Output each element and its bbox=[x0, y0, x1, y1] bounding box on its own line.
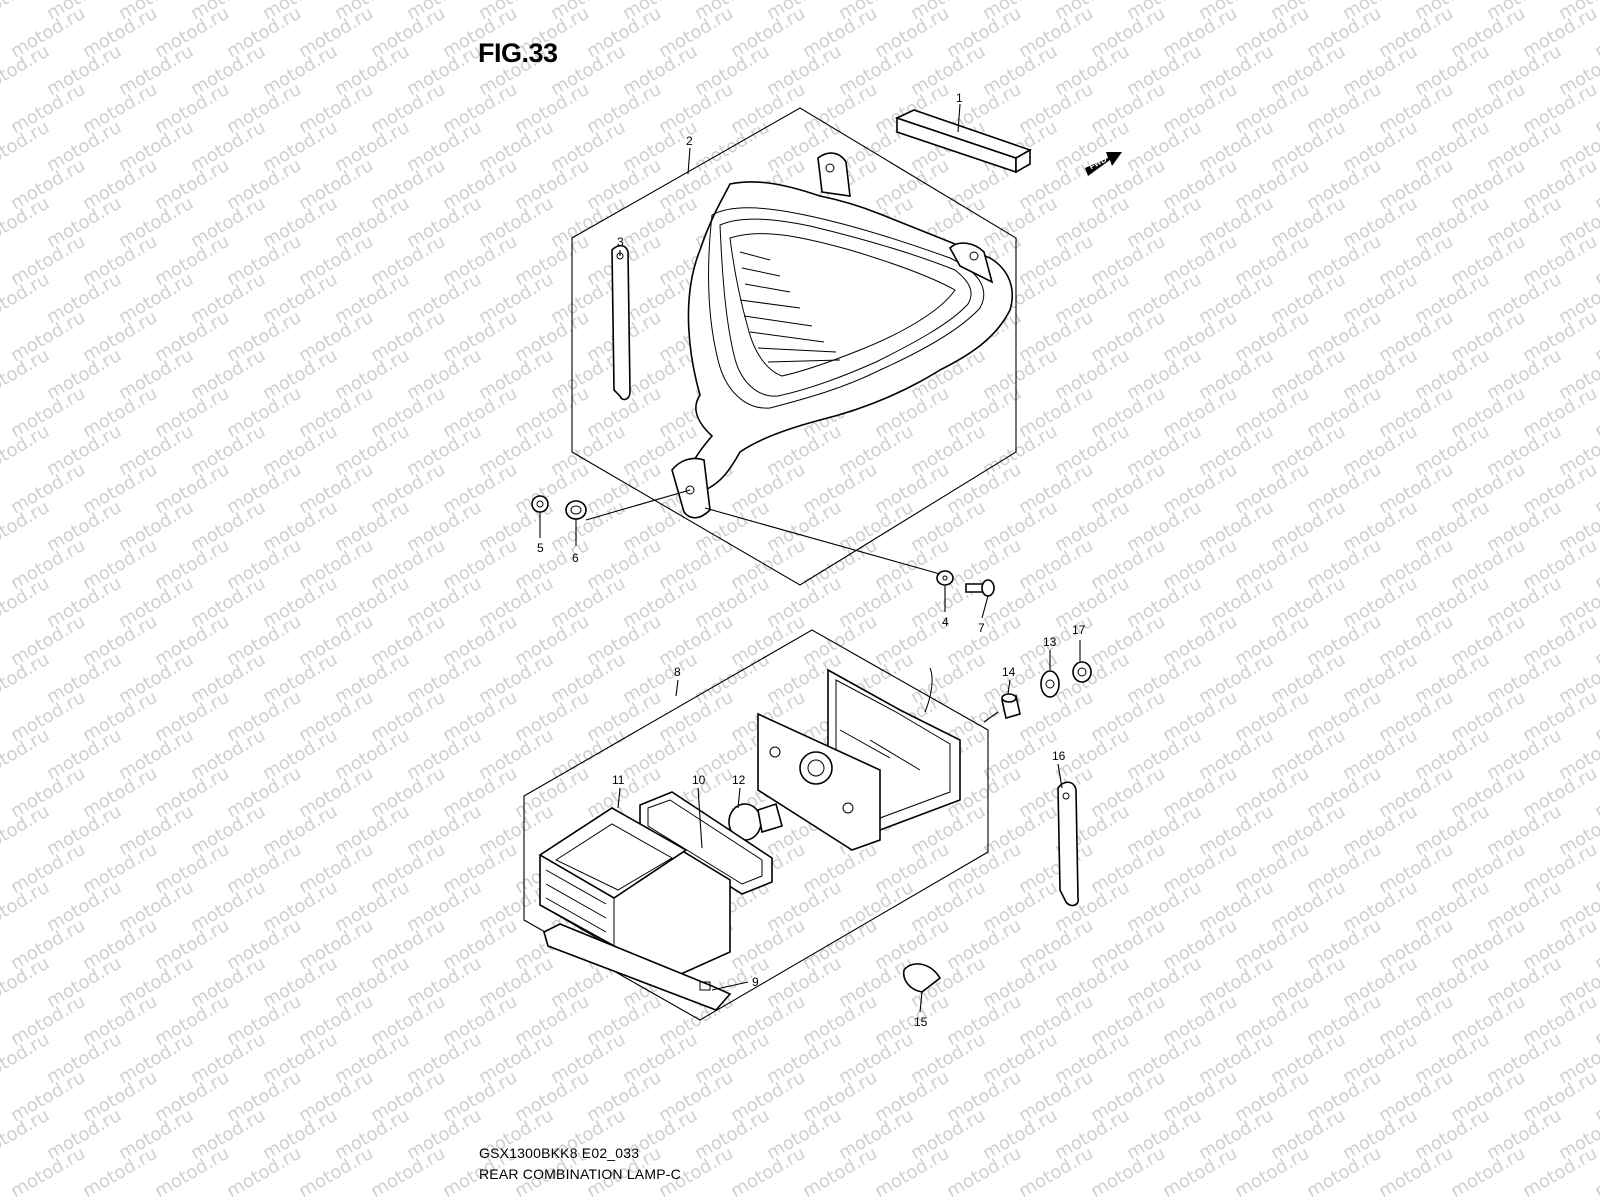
callout-1: 1 bbox=[956, 91, 963, 105]
part-6-grommet[interactable] bbox=[565, 500, 587, 520]
callout-15: 15 bbox=[914, 1015, 928, 1029]
watermark-text: motod.ru bbox=[0, 877, 53, 936]
model-code: GSX1300BKK8 E02_033 bbox=[479, 1145, 640, 1161]
watermark-text: motod.ru bbox=[0, 1029, 53, 1088]
callout-5: 5 bbox=[537, 541, 544, 555]
watermark-text: motod.ru bbox=[0, 725, 53, 784]
watermark-text: motod.ru bbox=[0, 269, 53, 328]
callout-8: 8 bbox=[674, 665, 681, 679]
callout-13: 13 bbox=[1043, 635, 1057, 649]
part-5-nut[interactable] bbox=[531, 495, 549, 513]
watermark-text: motod.ru bbox=[0, 801, 53, 860]
callout-12: 12 bbox=[732, 773, 746, 787]
watermark-text: motod.ru bbox=[0, 41, 53, 100]
part-16-strap[interactable] bbox=[1057, 781, 1080, 907]
callout-16: 16 bbox=[1052, 749, 1066, 763]
watermark-text: motod.ru bbox=[0, 117, 53, 176]
watermark-text: motod.ru bbox=[0, 649, 53, 708]
callout-9: 9 bbox=[752, 975, 759, 989]
callout-4: 4 bbox=[942, 615, 949, 629]
watermark-text: motod.ru bbox=[0, 953, 53, 1012]
callout-17: 17 bbox=[1072, 623, 1086, 637]
part-17-nut[interactable] bbox=[1072, 661, 1092, 683]
callout-10: 10 bbox=[692, 773, 706, 787]
watermark-text: motod.ru bbox=[0, 1105, 53, 1164]
callout-7: 7 bbox=[978, 621, 985, 635]
callout-6: 6 bbox=[572, 551, 579, 565]
callout-11: 11 bbox=[612, 773, 625, 787]
watermark-text: motod.ru bbox=[0, 497, 53, 556]
callout-3: 3 bbox=[617, 235, 624, 249]
watermark-text: motod.ru bbox=[0, 193, 53, 252]
part-4-washer[interactable] bbox=[936, 570, 954, 586]
watermark-text: motod.ru bbox=[0, 573, 53, 632]
callout-2: 2 bbox=[686, 134, 693, 148]
part-13-washer[interactable] bbox=[1040, 670, 1060, 698]
watermark-text: motod.ru bbox=[0, 421, 53, 480]
watermark-text: motod.ru bbox=[0, 0, 53, 24]
section-title: REAR COMBINATION LAMP-C bbox=[479, 1166, 681, 1182]
callout-14: 14 bbox=[1002, 665, 1016, 679]
figure-title: FIG.33 bbox=[478, 38, 558, 68]
watermark-text: motod.ru bbox=[0, 345, 53, 404]
part-3-strap[interactable] bbox=[611, 244, 631, 401]
